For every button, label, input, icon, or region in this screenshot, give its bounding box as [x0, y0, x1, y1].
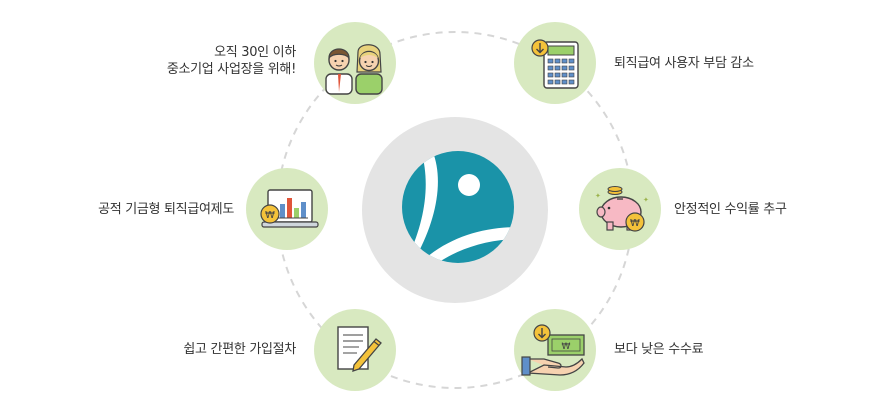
feature-node-public-fund: ₩: [246, 168, 328, 250]
calculator-icon: [514, 22, 596, 104]
feature-node-easy-signup: [314, 309, 396, 391]
feature-label-low-fee: 보다 낮은 수수료: [614, 342, 704, 357]
svg-text:₩: ₩: [562, 342, 571, 352]
piggy-bank-icon: ₩ ✦ ✦: [579, 168, 661, 250]
monitor-chart-icon: ₩: [246, 168, 328, 250]
feature-label-easy-signup: 쉽고 간편한 가입절차: [183, 342, 296, 357]
feature-node-stable-return: ₩ ✦ ✦: [579, 168, 661, 250]
feature-label-cost-reduction: 퇴직급여 사용자 부담 감소: [614, 56, 754, 71]
feature-node-low-fee: ₩: [514, 309, 596, 391]
document-pen-icon: [314, 309, 396, 391]
svg-text:✦: ✦: [643, 196, 649, 204]
cash-hand-icon: ₩: [514, 309, 596, 391]
feature-label-stable-return: 안정적인 수익률 추구: [674, 202, 787, 217]
svg-text:₩: ₩: [265, 210, 275, 221]
business-people-icon: [314, 22, 396, 104]
svg-text:✦: ✦: [595, 192, 601, 200]
feature-label-public-fund: 공적 기금형 퇴직급여제도: [98, 202, 234, 217]
feature-label-small-business: 오직 30인 이하 중소기업 사업장을 위해!: [166, 45, 296, 77]
feature-node-small-business: [314, 22, 396, 104]
logo-icon: [402, 151, 514, 263]
svg-text:₩: ₩: [630, 218, 640, 229]
feature-node-cost-reduction: [514, 22, 596, 104]
